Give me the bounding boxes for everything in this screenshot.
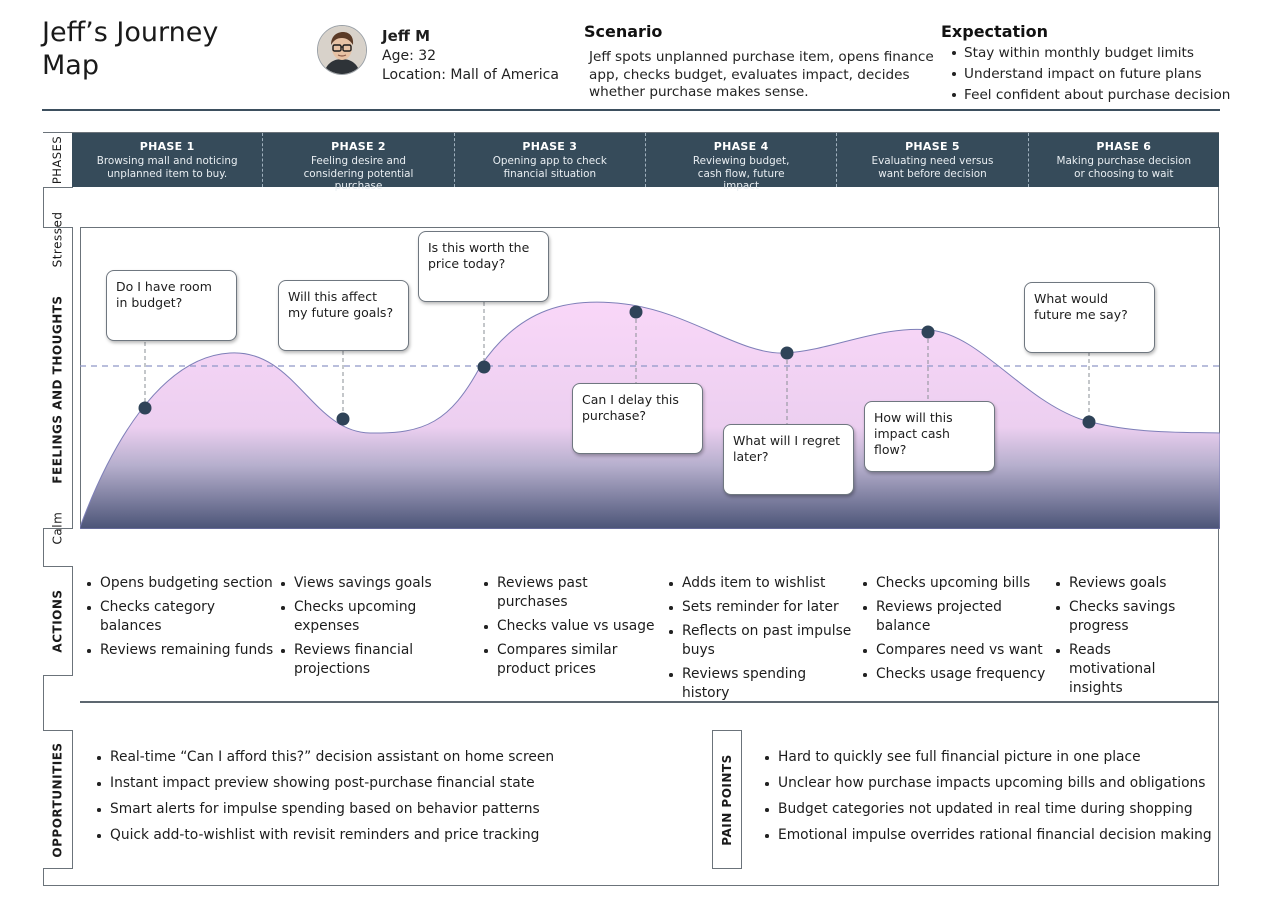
actions-col-5: Checks upcoming bills Reviews projected …: [862, 574, 1052, 689]
phases-row-label: PHASES: [43, 132, 73, 188]
phase-title: PHASE 1: [139, 140, 195, 153]
person-photo-icon: [318, 26, 366, 74]
emotion-curve-chart: [80, 227, 1220, 529]
opportunities-row-label: OPPORTUNITIES: [43, 730, 73, 869]
action-item: Compares need vs want: [862, 641, 1052, 660]
expectation-item: Understand impact on future plans: [947, 64, 1247, 85]
scenario-text: Jeff spots unplanned purchase item, open…: [589, 49, 934, 100]
thought-bubble: Do I have room in budget?: [106, 270, 237, 341]
page-title: Jeff’s Journey Map: [42, 17, 219, 81]
actions-row-label: ACTIONS: [43, 566, 73, 676]
phase-3: PHASE 3 Opening app to check financial s…: [453, 133, 645, 187]
pain-point-item: Hard to quickly see full financial pictu…: [764, 748, 1212, 766]
action-item: Adds item to wishlist: [668, 574, 853, 593]
action-item: Views savings goals: [280, 574, 475, 593]
phase-4: PHASE 4 Reviewing budget, cash flow, fut…: [644, 133, 836, 192]
thought-bubble: What will I regret later?: [723, 424, 854, 495]
emotion-point: [336, 412, 350, 426]
expectation-item: Feel confident about purchase decision: [947, 85, 1247, 106]
thought-bubble: Can I delay this purchase?: [572, 383, 703, 454]
action-item: Reads motivational insights: [1055, 641, 1189, 698]
phase-6: PHASE 6 Making purchase decision or choo…: [1027, 133, 1219, 187]
opportunities-label-text: OPPORTUNITIES: [50, 741, 65, 858]
action-item: Reviews spending history: [668, 665, 853, 703]
opportunity-item: Quick add-to-wishlist with revisit remin…: [96, 826, 554, 844]
actions-col-4: Adds item to wishlist Sets reminder for …: [668, 574, 853, 708]
phase-2: PHASE 2 Feeling desire and considering p…: [262, 133, 453, 192]
opportunities-list: Real-time “Can I afford this?” decision …: [96, 748, 554, 852]
action-item: Sets reminder for later: [668, 598, 853, 617]
avatar: [317, 25, 367, 75]
scenario-heading: Scenario: [584, 22, 663, 41]
emotion-point: [477, 360, 491, 374]
stressed-label: Stressed: [50, 211, 65, 268]
emotion-point: [1082, 415, 1096, 429]
phase-desc: Browsing mall and noticing unplanned ite…: [96, 155, 238, 180]
persona-location: Location: Mall of America: [382, 67, 559, 83]
actions-col-1: Opens budgeting section Checks category …: [86, 574, 276, 665]
actions-divider: [80, 701, 1219, 703]
emotion-point: [629, 305, 643, 319]
actions-col-2: Views savings goals Checks upcoming expe…: [280, 574, 475, 684]
action-item: Reviews goals: [1055, 574, 1205, 593]
phase-title: PHASE 2: [331, 140, 386, 153]
thought-bubble: What would future me say?: [1024, 282, 1155, 353]
opportunity-item: Instant impact preview showing post-purc…: [96, 774, 554, 792]
phase-desc: Evaluating need versus want before decis…: [871, 155, 994, 180]
phase-desc: Making purchase decision or choosing to …: [1056, 155, 1192, 180]
pain-point-item: Budget categories not updated in real ti…: [764, 800, 1212, 818]
actions-col-6: Reviews goals Checks savings progress Re…: [1055, 574, 1205, 703]
action-item: Checks savings progress: [1055, 598, 1179, 636]
action-item: Compares similar product prices: [483, 641, 627, 679]
actions-col-3: Reviews past purchases Checks value vs u…: [483, 574, 658, 684]
pain-points-list: Hard to quickly see full financial pictu…: [764, 748, 1212, 852]
phase-1: PHASE 1 Browsing mall and noticing unpla…: [72, 133, 262, 187]
emotion-point: [921, 325, 935, 339]
emotion-point: [780, 346, 794, 360]
action-item: Reviews projected balance: [862, 598, 1052, 636]
action-item: Opens budgeting section: [86, 574, 276, 593]
action-item: Checks usage frequency: [862, 665, 1052, 684]
phase-5: PHASE 5 Evaluating need versus want befo…: [836, 133, 1027, 187]
phase-title: PHASE 6: [1096, 140, 1152, 153]
action-item: Reviews financial projections: [280, 641, 429, 679]
expectation-heading: Expectation: [941, 22, 1048, 41]
thought-bubble: How will this impact cash flow?: [864, 401, 995, 472]
phase-desc: Reviewing budget, cash flow, future impa…: [692, 155, 790, 192]
thought-bubble: Will this affect my future goals?: [278, 280, 409, 351]
phase-title: PHASE 5: [905, 140, 960, 153]
phase-bar: PHASE 1 Browsing mall and noticing unpla…: [72, 133, 1219, 192]
pain-points-label-text: PAIN POINTS: [720, 753, 734, 846]
pain-points-row-label: PAIN POINTS: [712, 730, 742, 869]
phase-title: PHASE 4: [713, 140, 769, 153]
expectation-list: Stay within monthly budget limits Unders…: [947, 43, 1247, 106]
action-item: Checks upcoming bills: [862, 574, 1052, 593]
opportunity-item: Smart alerts for impulse spending based …: [96, 800, 554, 818]
persona-age: Age: 32: [382, 48, 437, 64]
pain-point-item: Unclear how purchase impacts upcoming bi…: [764, 774, 1212, 792]
phases-label-text: PHASES: [50, 135, 65, 185]
persona-name: Jeff M: [382, 27, 431, 45]
phase-title: PHASE 3: [522, 140, 578, 153]
phase-desc: Feeling desire and considering potential…: [303, 155, 414, 192]
opportunity-item: Real-time “Can I afford this?” decision …: [96, 748, 554, 766]
action-item: Reviews remaining funds: [86, 641, 276, 660]
action-item: Checks category balances: [86, 598, 276, 636]
emotion-point: [138, 401, 152, 415]
action-item: Checks value vs usage: [483, 617, 658, 636]
phase-desc: Opening app to check financial situation: [492, 155, 607, 180]
pain-point-item: Emotional impulse overrides rational fin…: [764, 826, 1212, 844]
action-item: Checks upcoming expenses: [280, 598, 475, 636]
actions-label-text: ACTIONS: [50, 589, 65, 653]
thought-bubble: Is this worth the price today?: [418, 231, 549, 302]
action-item: Reviews past purchases: [483, 574, 658, 612]
action-item: Reflects on past impulse buys: [668, 622, 852, 660]
expectation-item: Stay within monthly budget limits: [947, 43, 1247, 64]
header-divider: [42, 109, 1220, 111]
calm-label: Calm: [50, 511, 65, 545]
feelings-row-label: Calm FEELINGS AND THOUGHTS Stressed: [43, 212, 73, 544]
feelings-label-text: FEELINGS AND THOUGHTS: [50, 295, 65, 484]
